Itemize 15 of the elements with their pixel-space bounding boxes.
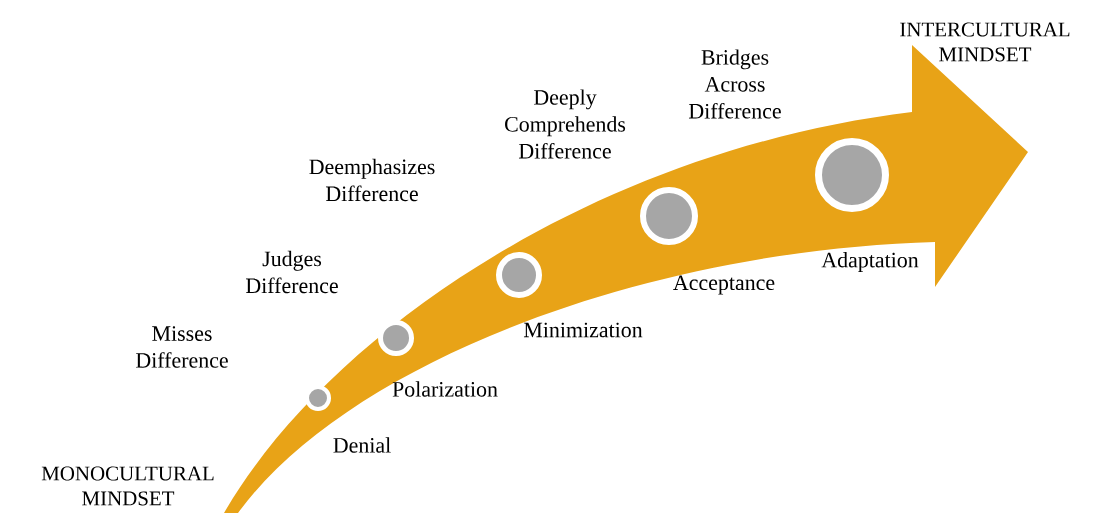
stage-circle bbox=[378, 320, 414, 356]
stage-description: Bridges Across Difference bbox=[689, 49, 781, 119]
mindset-label: MONOCULTURAL MINDSET bbox=[41, 466, 214, 506]
stage-circle bbox=[496, 252, 542, 298]
stage-name: Acceptance bbox=[673, 275, 775, 295]
stage-description: Judges Difference bbox=[246, 250, 338, 294]
stage-description: Misses Difference bbox=[136, 326, 228, 368]
stage-name: Adaptation bbox=[821, 252, 919, 272]
stage-description: Deemphasizes Difference bbox=[309, 158, 435, 202]
stage-name: Denial bbox=[333, 437, 391, 453]
mindset-label: INTERCULTURAL MINDSET bbox=[900, 22, 1070, 62]
stage-name: Minimization bbox=[523, 322, 643, 338]
stage-description: Deeply Comprehends Difference bbox=[505, 89, 626, 159]
stage-name: Polarization bbox=[392, 381, 498, 397]
stage-circle bbox=[305, 385, 331, 411]
